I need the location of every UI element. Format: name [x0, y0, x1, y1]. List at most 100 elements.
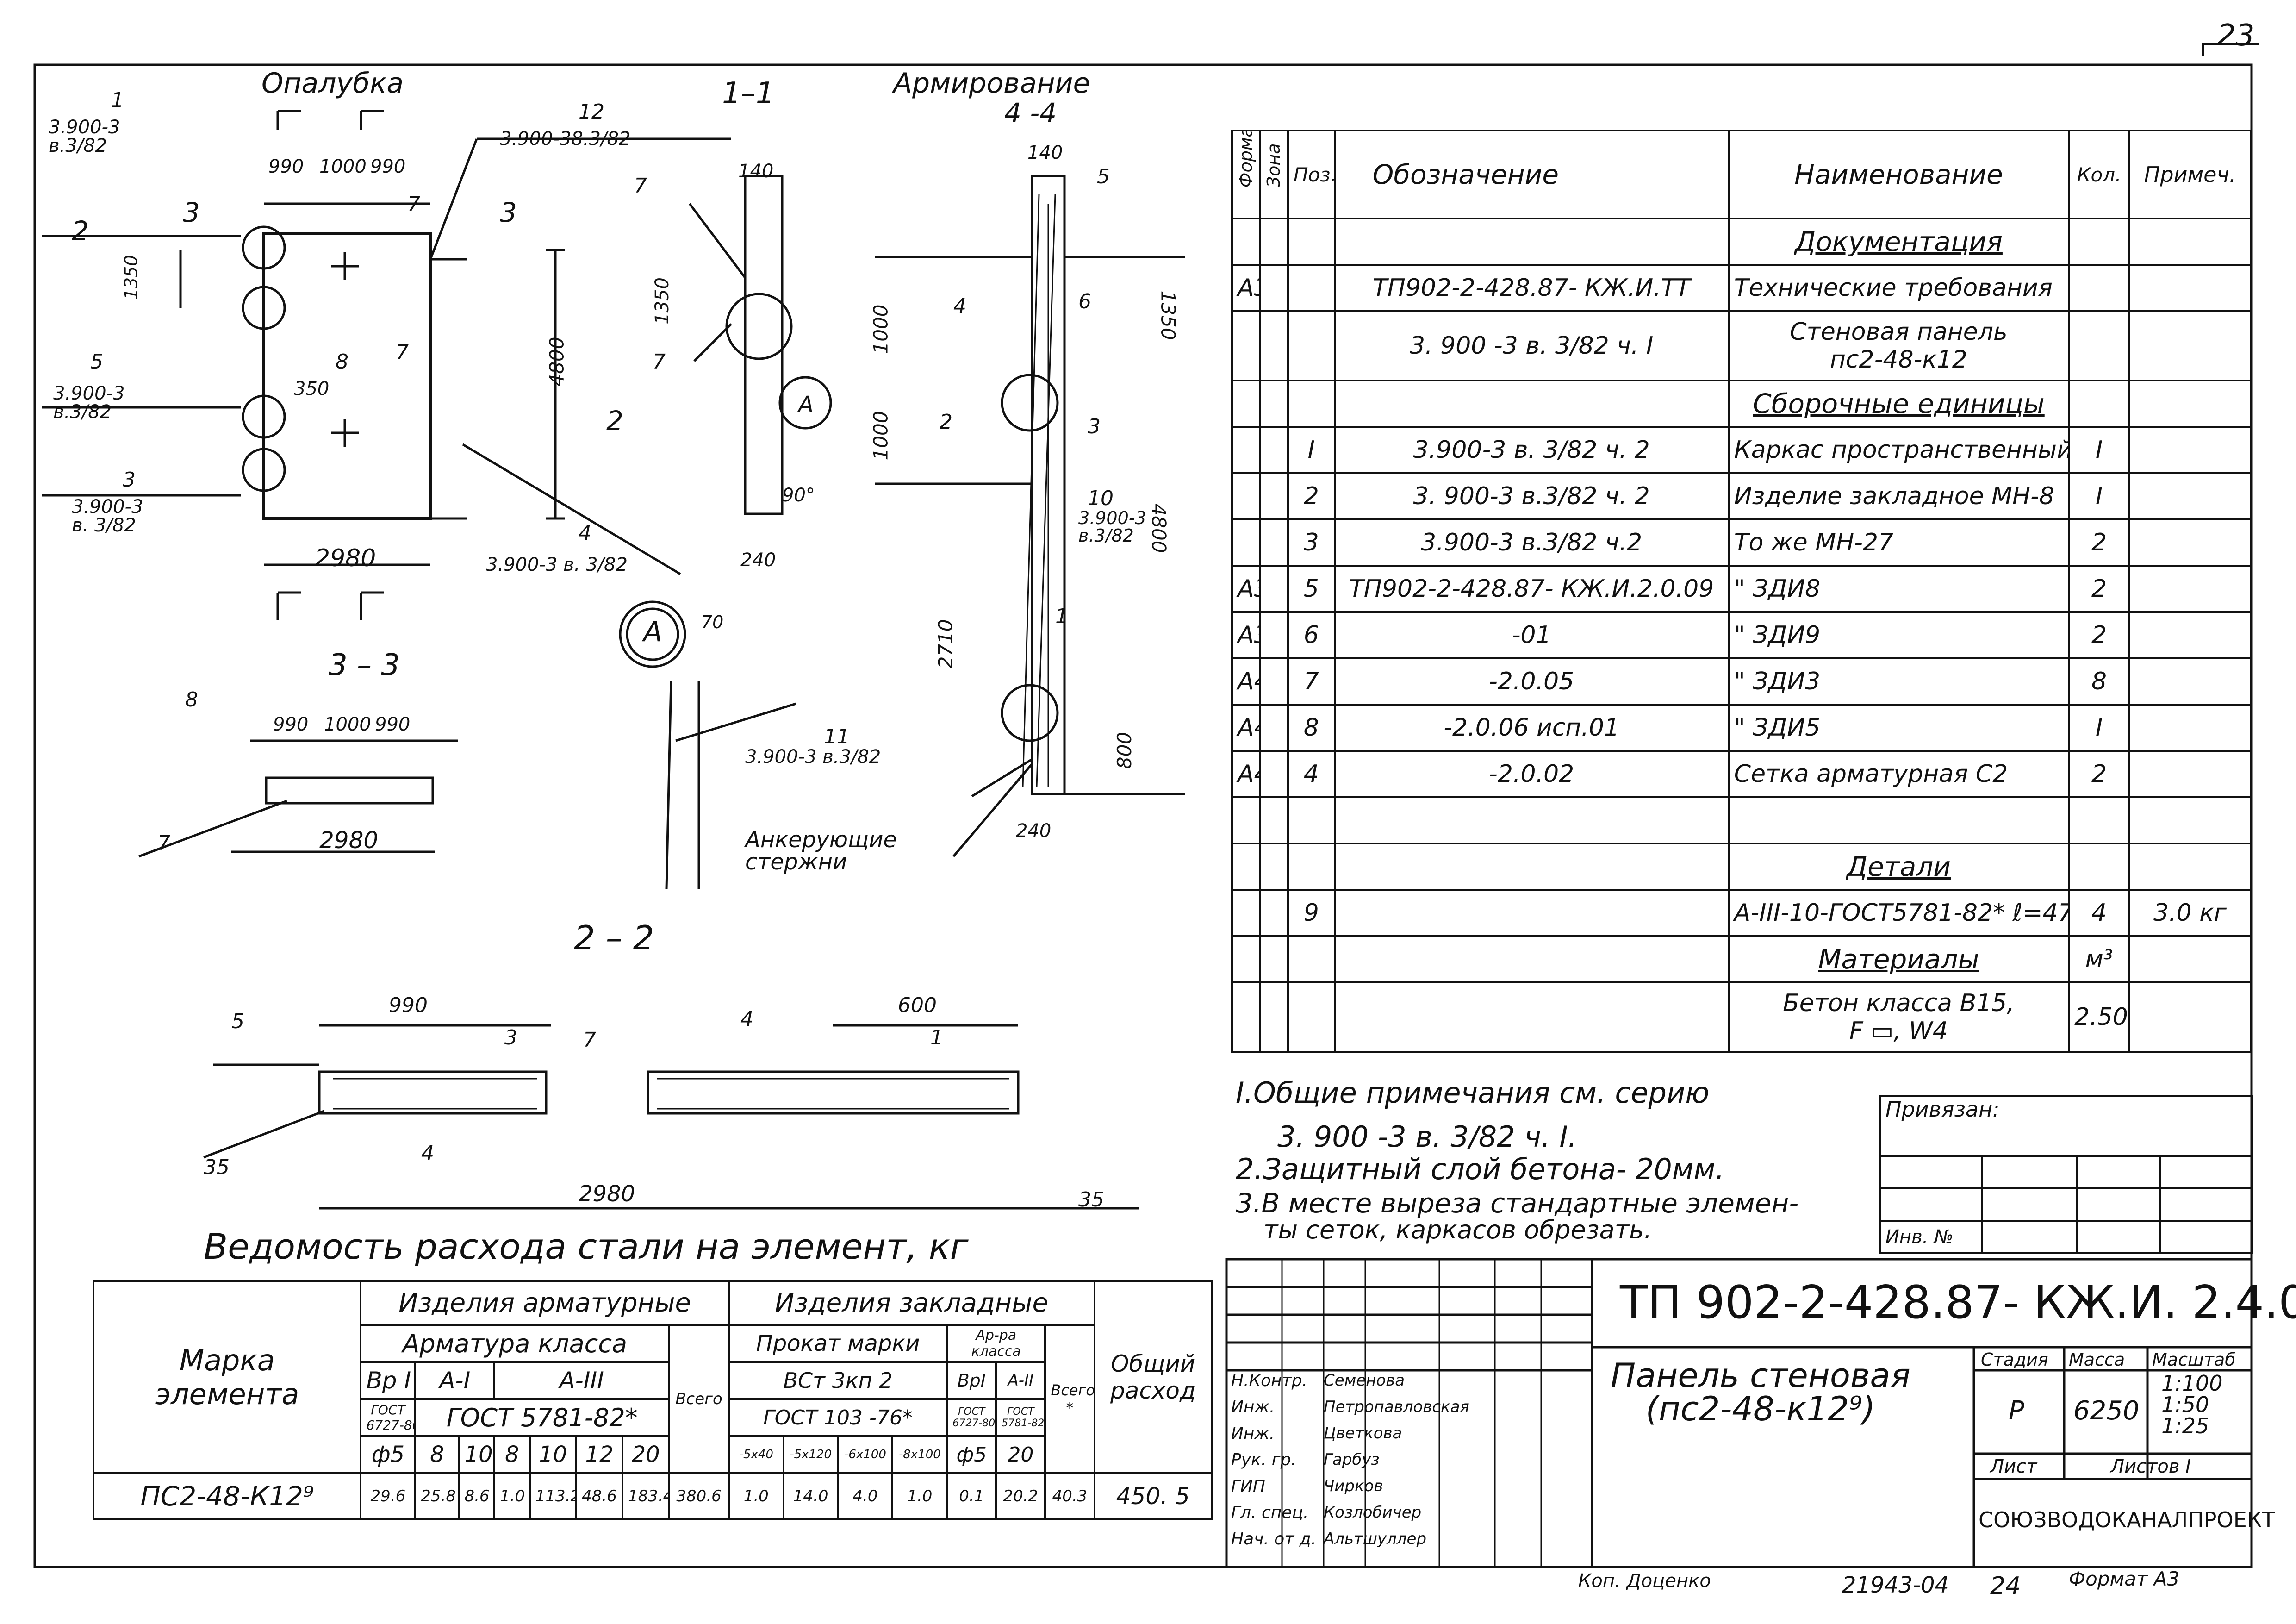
spec-format-cell	[1231, 889, 1261, 937]
spec-name-cell: " ЗДИ5	[1727, 704, 2070, 752]
mass-header: Масса	[2069, 1349, 2125, 1370]
specification-table: Формат Зона Поз. Обозначение Наименовани…	[1231, 130, 2252, 1053]
section-mark: 2	[72, 215, 89, 247]
steel-value-cell: 1.0	[891, 1472, 948, 1520]
spec-name-cell: Каркас пространственный КП22	[1727, 426, 2070, 474]
section-22-dim: 35	[1078, 1188, 1104, 1212]
pos-label: 4	[421, 1142, 434, 1165]
spec-zone-cell	[1259, 750, 1289, 798]
spec-name-cell: То же МН-27	[1727, 518, 2070, 567]
spec-pos-cell	[1287, 380, 1336, 428]
formwork-ref-3: 3.900-3 в. 3/82	[72, 496, 143, 536]
spec-format-cell: А3	[1231, 611, 1261, 659]
steel-strip-cell: 20	[995, 1435, 1046, 1474]
spec-header-zone: Зона	[1259, 130, 1289, 219]
section-mark: 2	[606, 405, 623, 437]
section-11-title: 1–1	[722, 76, 775, 111]
spec-qty-cell: 2	[2068, 611, 2131, 659]
pos-label: 7	[396, 341, 409, 364]
formwork-dim: 350	[294, 378, 330, 400]
steel-value-cell: 380.6	[668, 1472, 730, 1520]
section-22-dim: 2980	[579, 1181, 635, 1207]
spec-zone-cell	[1259, 935, 1289, 983]
reinf-ref-11: 3.900-3 в.3/82	[745, 746, 881, 768]
steel-diam-cell: 10	[458, 1435, 496, 1474]
spec-name-cell: Изделие закладное МН-8	[1727, 472, 2070, 520]
steel-diam-cell: ф5	[360, 1435, 417, 1474]
spec-format-cell	[1231, 935, 1261, 983]
section-33-dim: 990	[273, 714, 309, 735]
formwork-ref-12: 3.900-38.3/82	[500, 128, 631, 150]
steel-value-cell: 48.6	[575, 1472, 624, 1520]
spec-qty-cell: I	[2068, 426, 2131, 474]
pos-label: 5	[1097, 165, 1110, 188]
spec-note-cell	[2128, 981, 2252, 1053]
pos-label: 7	[634, 174, 647, 198]
spec-pos-cell: 5	[1287, 565, 1336, 613]
steel-diam-cell: 8	[493, 1435, 531, 1474]
spec-pos-cell	[1287, 218, 1336, 266]
reinf-dim: 140	[1027, 142, 1063, 163]
steel-rebar-header: Изделия арматурные	[360, 1280, 730, 1326]
section-22-dim: 990	[389, 993, 428, 1017]
formwork-ref-5: 3.900-3 в.3/82	[53, 383, 125, 423]
spec-name-cell: Детали	[1727, 843, 2070, 891]
spec-zone-cell	[1259, 889, 1289, 937]
spec-designation-cell: 3.900-3 в.3/82 ч.2	[1333, 518, 1730, 567]
formwork-dim: 1000	[319, 156, 367, 177]
organization-name: СОЮЗВОДОКАНАЛПРОЕКТ	[1979, 1507, 2275, 1532]
steel-value-cell: 183.4	[622, 1472, 670, 1520]
steel-diam-cell: 8	[414, 1435, 460, 1474]
steel-bst-header: ВСт 3кп 2	[728, 1361, 948, 1400]
steel-value-cell: 113.2	[529, 1472, 577, 1520]
steel-value-cell: 20.2	[995, 1472, 1046, 1520]
steel-diam-cell: 12	[575, 1435, 624, 1474]
staff-name: Петропавловская	[1324, 1398, 1469, 1416]
pos-label: 7	[407, 193, 420, 216]
section-11-dim: 240	[740, 550, 776, 571]
steel-value-cell: 450. 5	[1093, 1472, 1213, 1520]
spec-qty-cell: I	[2068, 704, 2131, 752]
section-11-dim: 140	[738, 161, 774, 182]
steel-diam-cell: 20	[622, 1435, 670, 1474]
spec-header-format: Формат	[1231, 130, 1261, 219]
spec-designation-cell	[1333, 935, 1730, 983]
spec-note-cell	[2128, 264, 2252, 312]
section-33-dim: 2980	[319, 827, 379, 854]
spec-zone-cell	[1259, 843, 1289, 891]
spec-designation-cell	[1333, 843, 1730, 891]
steel-consumption-table: Марка элемента Изделия арматурные Издели…	[92, 1280, 1213, 1520]
note-line: 3. 900 -3 в. 3/82 ч. I.	[1277, 1120, 1577, 1154]
section-22-right	[647, 1070, 1020, 1115]
spec-format-cell	[1231, 426, 1261, 474]
spec-designation-cell	[1333, 218, 1730, 266]
spec-row: Сборочные единицы	[1231, 380, 2252, 428]
staff-role: Рук. гр.	[1231, 1450, 1296, 1469]
spec-pos-cell	[1287, 843, 1336, 891]
formwork-ref-1: 3.900-3 в.3/82	[49, 117, 120, 156]
steel-element-mark: ПС2-48-К12⁹	[92, 1472, 362, 1520]
pos-label: 10	[1088, 487, 1114, 510]
spec-header-note: Примеч.	[2128, 130, 2252, 219]
spec-format-cell	[1231, 380, 1261, 428]
spec-designation-cell	[1333, 981, 1730, 1053]
spec-note-cell: 3.0 кг	[2128, 889, 2252, 937]
drawing-frame	[33, 63, 2253, 1568]
steel-total-header: Всего	[668, 1324, 730, 1474]
pos-label: 5	[90, 350, 103, 374]
steel-overall-header: Общий расход	[1093, 1280, 1213, 1474]
spec-format-cell	[1231, 218, 1261, 266]
spec-note-cell	[2128, 611, 2252, 659]
staff-name: Семенова	[1324, 1371, 1405, 1390]
staff-name: Гарбуз	[1324, 1450, 1380, 1469]
steel-strip-cell: -8х100	[891, 1435, 948, 1474]
pos-label: 3	[123, 468, 136, 492]
staff-role: Нач. от д.	[1231, 1530, 1317, 1549]
detail-a-title: А	[643, 616, 663, 648]
staff-role: Инж.	[1231, 1424, 1275, 1443]
